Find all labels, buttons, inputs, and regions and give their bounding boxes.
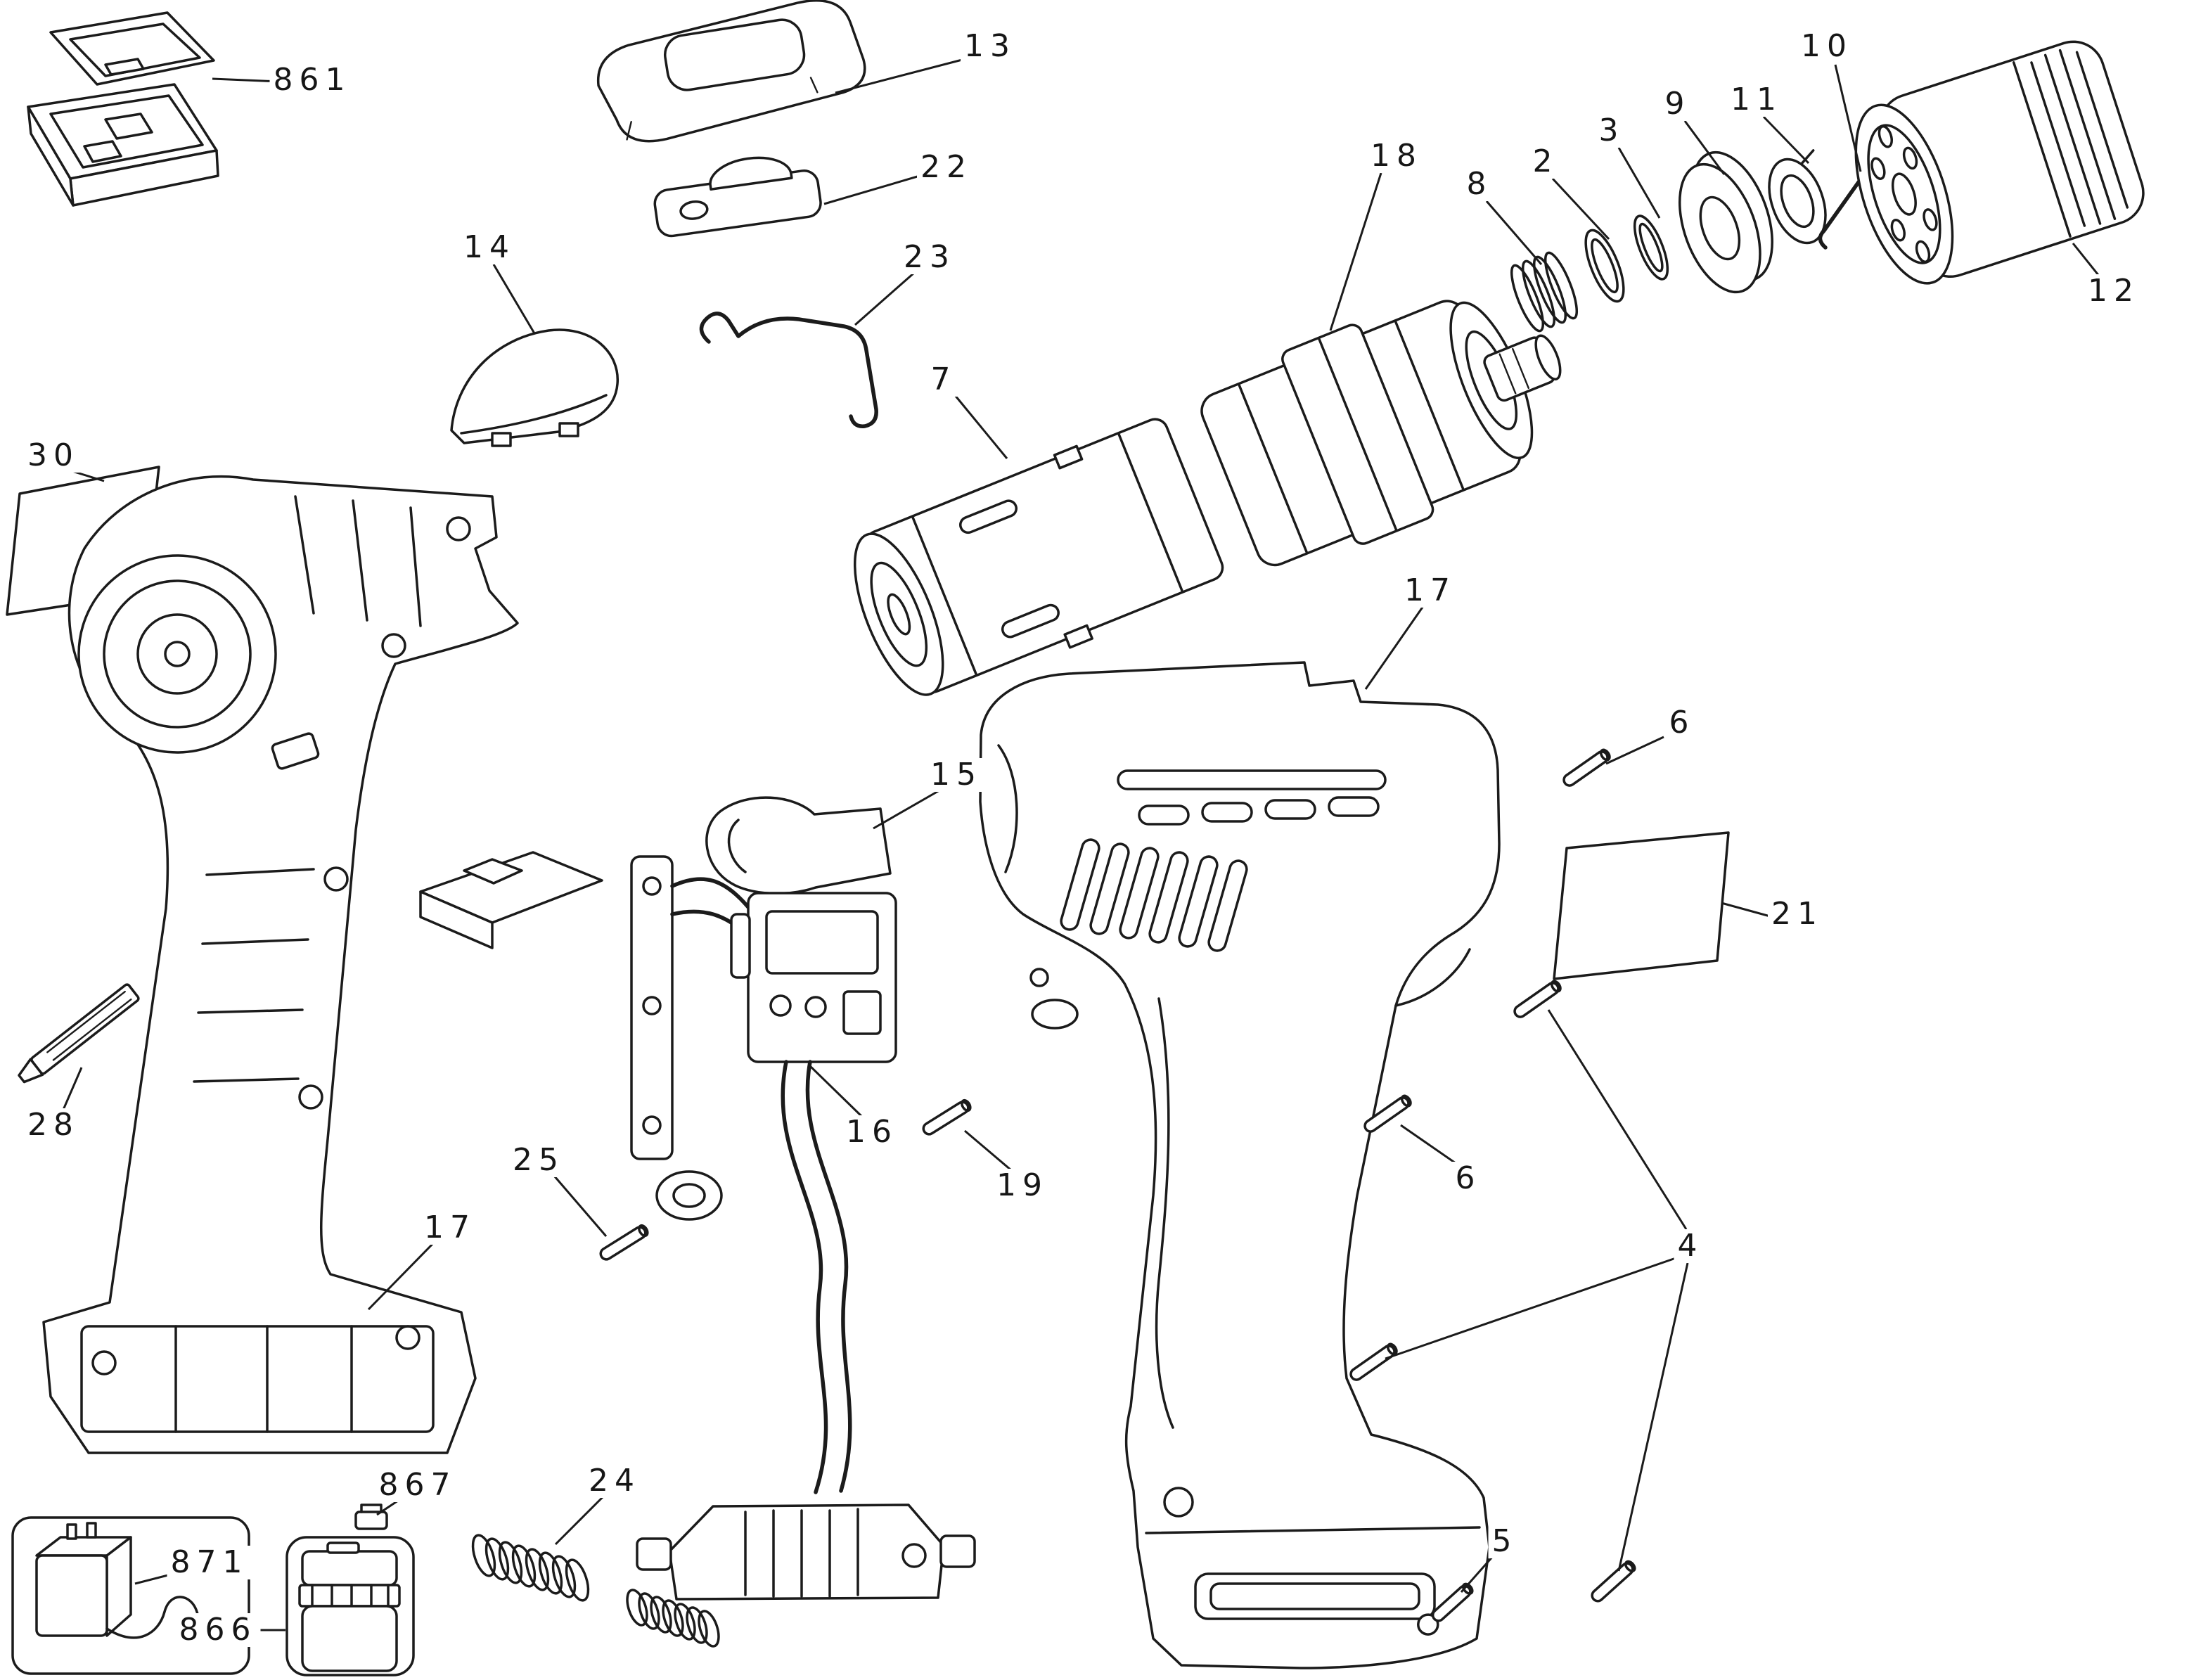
pin-4a xyxy=(1513,980,1562,1018)
top-slots xyxy=(1138,796,1380,826)
leader-line-7 xyxy=(954,395,1008,459)
leader-line-11 xyxy=(1762,115,1810,165)
callout-15: 15 xyxy=(927,758,986,792)
callout-6: 6 xyxy=(1665,706,1699,740)
leader-line-23 xyxy=(854,271,915,326)
callout-13: 13 xyxy=(961,30,1020,63)
leader-line-4 xyxy=(1385,1256,1679,1360)
callout-23: 23 xyxy=(900,241,959,274)
part-871-charger xyxy=(11,1516,250,1675)
battery-terminal-block xyxy=(636,1503,976,1601)
pin-25 xyxy=(599,1224,649,1261)
callout-19: 19 xyxy=(993,1169,1052,1203)
callout-24: 24 xyxy=(585,1464,644,1498)
leader-line-8 xyxy=(1485,200,1543,265)
callout-4: 4 xyxy=(1674,1229,1707,1263)
part-861-kit-box xyxy=(27,11,219,207)
pin-4c xyxy=(1591,1560,1636,1603)
pin-19 xyxy=(922,1098,972,1136)
part-28-driver-bit xyxy=(18,983,140,1084)
leader-line-2 xyxy=(1551,177,1610,241)
part-14-cap xyxy=(450,328,619,447)
screw-5 xyxy=(1417,1582,1474,1636)
leader-line-12 xyxy=(2072,243,2103,279)
callout-28: 28 xyxy=(24,1108,83,1142)
leader-line-25 xyxy=(553,1175,608,1237)
leader-line-10 xyxy=(1834,64,1862,172)
leader-line-861 xyxy=(212,77,281,83)
leader-line-4 xyxy=(1547,1009,1688,1230)
part-13-top-cap xyxy=(596,0,866,143)
part-867-clip xyxy=(354,1503,388,1530)
callout-21: 21 xyxy=(1768,897,1827,931)
callout-10: 10 xyxy=(1797,30,1856,63)
part-17-left-housing xyxy=(42,475,519,1454)
leader-line-17 xyxy=(367,1240,436,1311)
pin-6a xyxy=(1562,748,1611,787)
callout-3: 3 xyxy=(1595,114,1629,148)
callout-871: 871 xyxy=(167,1546,252,1579)
callout-867: 867 xyxy=(375,1468,461,1502)
part-24-spring-a xyxy=(471,1534,590,1602)
part-8-spring-washer xyxy=(1510,251,1579,333)
leader-line-18 xyxy=(1329,172,1382,331)
leader-line-14 xyxy=(492,264,536,334)
switch-wires xyxy=(781,1060,852,1494)
part-18-gearbox xyxy=(1200,300,1562,567)
callout-12: 12 xyxy=(2084,274,2143,308)
leader-line-22 xyxy=(823,174,920,205)
leader-line-6 xyxy=(1605,736,1664,765)
pin-6b xyxy=(1363,1094,1412,1133)
part-9-clutch-plate xyxy=(1678,150,1773,294)
callout-17: 17 xyxy=(421,1211,480,1245)
part-22-button-plate xyxy=(653,156,822,238)
leader-line-3 xyxy=(1617,147,1661,219)
leader-line-13 xyxy=(835,58,965,94)
part-3-ring xyxy=(1633,214,1669,281)
callout-6: 6 xyxy=(1451,1162,1485,1195)
callout-17: 17 xyxy=(1401,574,1460,608)
part-11-retaining-ring xyxy=(1768,149,1827,245)
callout-25: 25 xyxy=(509,1143,568,1177)
callout-22: 22 xyxy=(917,150,976,184)
leader-line-19 xyxy=(964,1129,1012,1172)
leader-line-9 xyxy=(1683,120,1726,175)
part-17-right-housing xyxy=(979,661,1501,1669)
callout-30: 30 xyxy=(24,439,83,473)
callout-7: 7 xyxy=(927,363,961,397)
callout-18: 18 xyxy=(1367,139,1426,173)
callout-16: 16 xyxy=(842,1115,901,1149)
callout-8: 8 xyxy=(1463,167,1496,201)
callout-5: 5 xyxy=(1488,1525,1522,1558)
part-866-battery xyxy=(285,1536,415,1676)
leader-line-16 xyxy=(807,1063,864,1118)
callout-2: 2 xyxy=(1529,145,1562,179)
callout-11: 11 xyxy=(1727,83,1786,117)
pin-4b xyxy=(1349,1342,1398,1381)
callout-9: 9 xyxy=(1661,87,1695,121)
part-7-motor xyxy=(853,418,1224,696)
leader-line-6 xyxy=(1400,1124,1456,1165)
part-23-wire-clip xyxy=(699,312,878,428)
part-21-label-sticker xyxy=(1553,831,1730,980)
leader-line-17 xyxy=(1364,605,1425,690)
forward-reverse-lever xyxy=(419,851,603,949)
part-2-washer xyxy=(1584,229,1625,303)
part-16-switch-module xyxy=(730,892,897,1063)
callout-861: 861 xyxy=(269,63,355,97)
leader-line-28 xyxy=(62,1067,83,1110)
callout-14: 14 xyxy=(460,231,519,264)
callout-866: 866 xyxy=(175,1613,261,1647)
part-24-spring-b xyxy=(626,1589,720,1648)
leader-line-5 xyxy=(1460,1555,1495,1593)
part-12-clutch-collar xyxy=(1854,40,2145,285)
vent-slots xyxy=(1060,838,1248,952)
leader-line-15 xyxy=(873,789,940,830)
leader-line-24 xyxy=(554,1495,605,1546)
leader-line-4 xyxy=(1617,1262,1689,1572)
